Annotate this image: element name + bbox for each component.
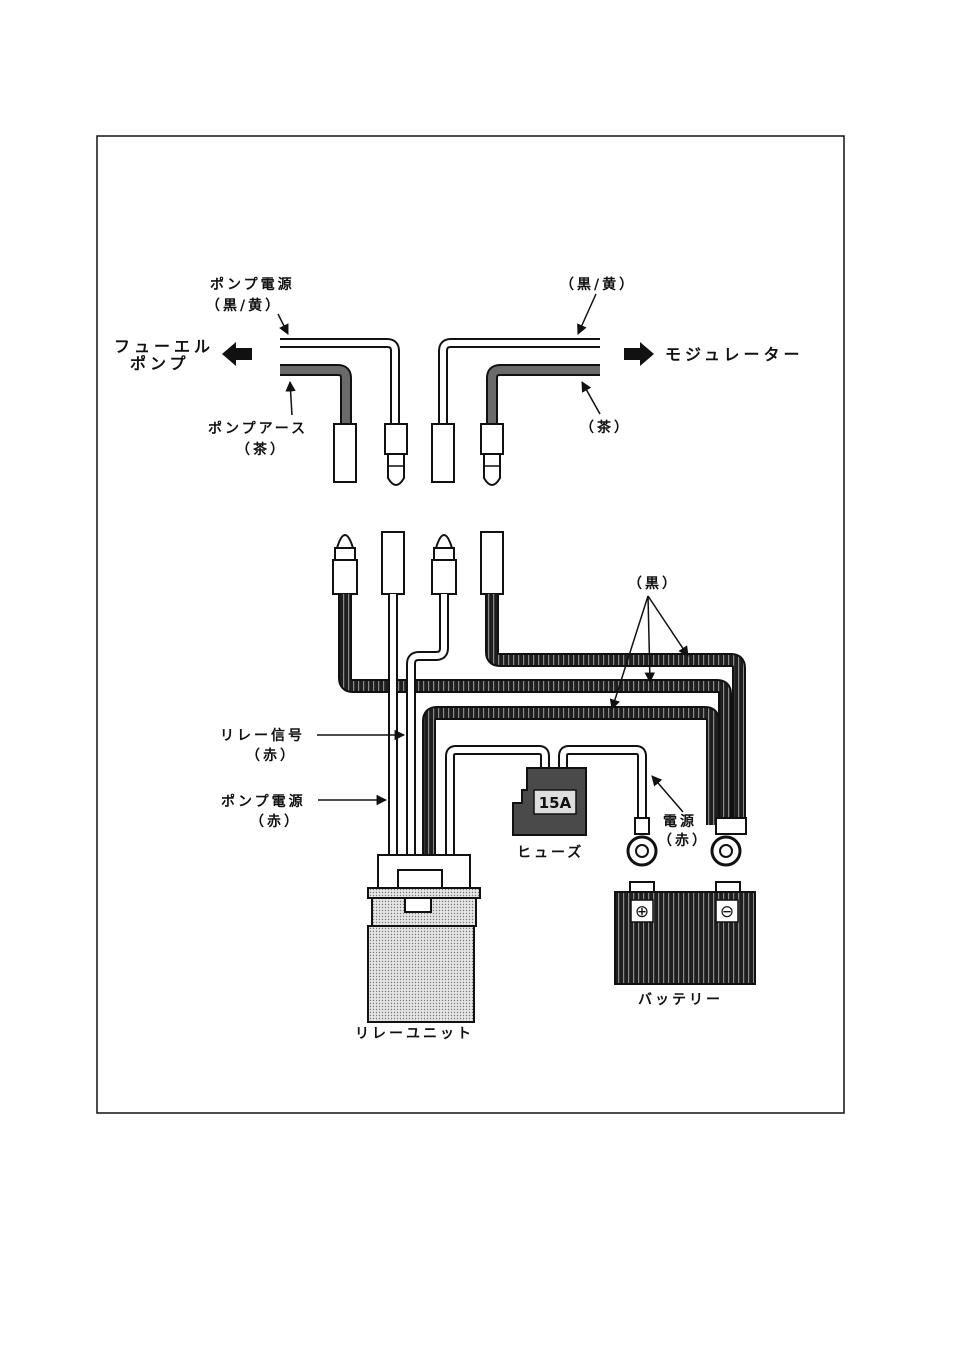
pointer-line	[648, 596, 650, 682]
label-brown: （茶）	[580, 419, 631, 436]
label-relay-unit: リレーユニット	[355, 1026, 474, 1042]
pointer-line	[278, 314, 288, 334]
left-arrow-icon	[222, 342, 252, 366]
female-connector	[334, 424, 356, 482]
label-black: （黒）	[628, 576, 679, 592]
ring-terminal-plus	[628, 818, 656, 865]
male-connector	[333, 560, 357, 594]
label-black-yellow: （黒/黄）	[560, 276, 636, 293]
label-modulator: モジュレーター	[665, 345, 804, 364]
right-arrow-icon	[624, 342, 654, 366]
label-pump-power-lower: ポンプ電源	[221, 793, 306, 810]
pointer-line	[648, 596, 688, 656]
pump-side-harness	[280, 343, 407, 485]
label-relay-signal: リレー信号	[220, 727, 305, 744]
label-pump-power-lower-color: （赤）	[250, 814, 301, 830]
label-pump-power: ポンプ電源	[210, 276, 295, 293]
male-connector	[481, 424, 503, 454]
male-connector	[385, 424, 407, 454]
female-connector	[481, 532, 503, 594]
label-fuel-pump-2: ポンプ	[130, 354, 190, 373]
pump-power-wire	[280, 343, 395, 425]
pointer-line	[652, 776, 683, 812]
pointer-line	[582, 382, 600, 414]
battery: ⊕ ⊖	[615, 882, 755, 984]
label-pump-earth-color: （茶）	[236, 441, 287, 458]
pointer-line	[290, 382, 292, 415]
pointer-line	[578, 294, 596, 334]
label-pump-power-color: （黒/黄）	[206, 297, 282, 314]
minus-terminal-icon: ⊖	[720, 902, 734, 922]
female-connector	[432, 424, 454, 482]
ring-terminal-minus	[712, 818, 746, 865]
female-connector	[382, 532, 404, 594]
relay-unit	[368, 855, 480, 1022]
modulator-side-harness	[432, 343, 600, 485]
plus-terminal-icon: ⊕	[635, 902, 649, 922]
male-connector	[432, 560, 456, 594]
label-battery: バッテリー	[638, 992, 723, 1008]
modulator-power-wire	[443, 343, 600, 425]
label-power-color: （赤）	[658, 833, 709, 849]
relay-connectors	[333, 532, 503, 594]
relay-body	[368, 926, 474, 1022]
label-fuse: ヒューズ	[517, 844, 584, 861]
label-power: 電源	[663, 813, 697, 830]
fuse: 15A	[513, 768, 586, 835]
pump-earth-wire	[280, 370, 346, 425]
modulator-earth-wire	[492, 370, 600, 425]
fuse-value: 15A	[539, 794, 572, 812]
label-relay-signal-color: （赤）	[246, 748, 297, 764]
label-pump-earth: ポンプアース	[208, 420, 308, 437]
